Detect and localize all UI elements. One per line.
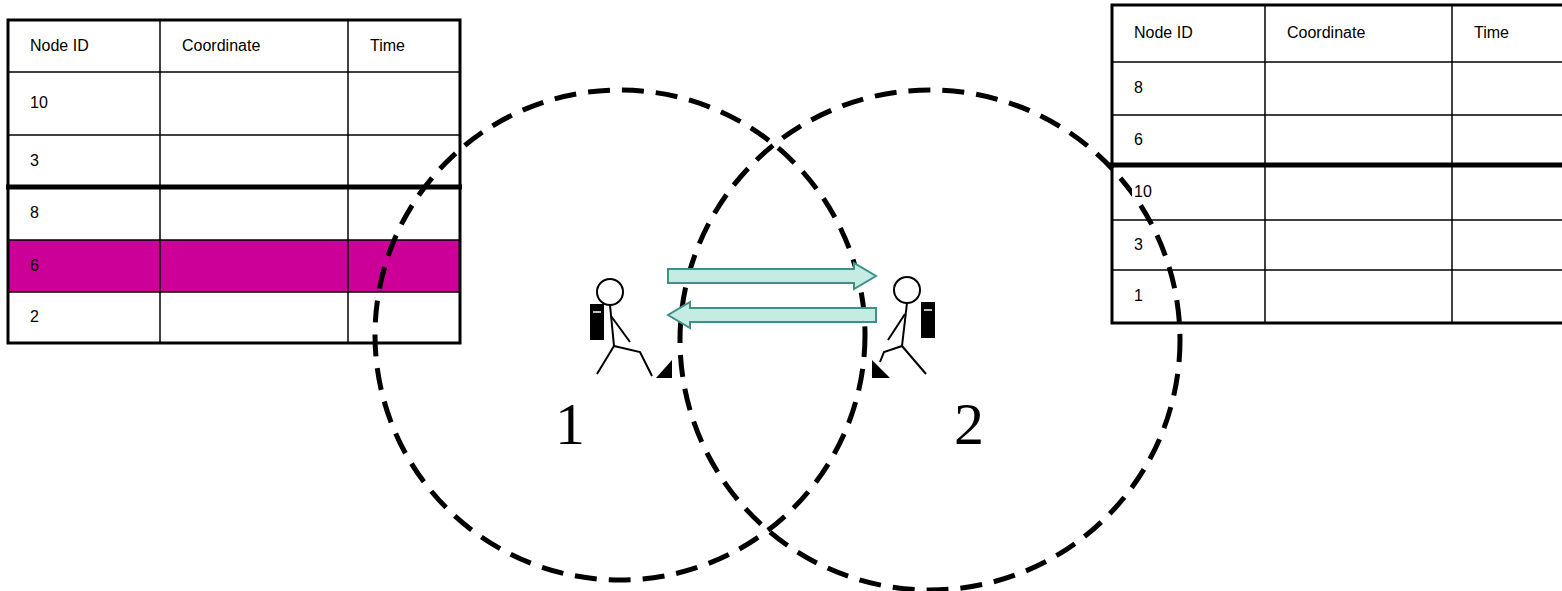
person-foot — [872, 360, 890, 378]
person-node: 1 — [540, 262, 668, 465]
table-cell-text: Time — [1472, 24, 1511, 42]
message-arrow — [668, 302, 876, 328]
table-cell: Node ID — [1112, 5, 1265, 62]
table-cell-text: 8 — [1132, 79, 1145, 97]
person-figure — [872, 277, 935, 378]
person-body — [610, 305, 614, 346]
table-rule — [1112, 114, 1562, 116]
table-cell-text: 3 — [28, 152, 41, 170]
node-number: 1 — [555, 394, 585, 454]
table-cell-text: Node ID — [1132, 24, 1195, 42]
table-divider — [6, 185, 462, 190]
table-rule — [1112, 61, 1562, 63]
table-cell: 8 — [8, 187, 160, 240]
person-leg — [880, 346, 902, 362]
range-circle — [680, 90, 1180, 590]
backpack — [921, 302, 935, 338]
table-rule — [8, 291, 460, 293]
person-head — [597, 279, 623, 305]
message-arrow — [668, 263, 876, 289]
backpack-strap — [593, 311, 601, 313]
table-rule — [8, 71, 460, 73]
table-border — [8, 20, 460, 343]
range-circle — [375, 90, 865, 580]
table-cell: Time — [348, 20, 460, 72]
table-cell: Coordinate — [1265, 5, 1452, 62]
table-cell-text: Node ID — [28, 37, 91, 55]
table-cell-text: 10 — [28, 94, 50, 112]
table-cell-text: 1 — [1132, 287, 1145, 305]
table-rule — [1112, 219, 1562, 221]
person-leg — [902, 346, 926, 374]
table-rule — [1112, 269, 1562, 271]
table-cell-text: 8 — [28, 204, 41, 222]
node-number: 2 — [954, 394, 984, 454]
person-figure — [590, 279, 672, 378]
table-cell: 8 — [1112, 62, 1265, 115]
table-cell-text: Time — [368, 37, 407, 55]
table-cell: Node ID — [8, 20, 160, 72]
table-cell-text: 10 — [1132, 183, 1154, 201]
table-cell-text: Coordinate — [1285, 24, 1367, 42]
table-cell: 10 — [1112, 165, 1265, 220]
table-cell: 6 — [8, 240, 160, 292]
person-arm — [888, 314, 905, 340]
table-cell-text: 6 — [1132, 131, 1145, 149]
table-cell: 2 — [8, 292, 160, 343]
person-leg — [597, 346, 614, 374]
table-rule — [347, 20, 349, 343]
person-arm — [611, 316, 630, 342]
table-cell: 10 — [8, 72, 160, 135]
table-cell-text: Coordinate — [180, 37, 262, 55]
person-node: 2 — [876, 262, 1000, 465]
table-cell: 6 — [1112, 115, 1265, 165]
table-cell: 3 — [1112, 220, 1265, 270]
table-cell-text: 6 — [28, 257, 41, 275]
table-cell-text: 2 — [28, 308, 41, 326]
table-cell: 3 — [8, 135, 160, 187]
person-head — [894, 277, 920, 303]
table-cell: Time — [1452, 5, 1562, 62]
backpack-strap — [924, 309, 932, 311]
backpack — [590, 304, 604, 340]
table-divider — [1108, 163, 1562, 168]
table-cell: Coordinate — [160, 20, 348, 72]
table-rule — [8, 134, 460, 136]
person-body — [902, 303, 907, 346]
person-foot — [656, 360, 672, 378]
table-rule — [159, 20, 161, 343]
table-cell-text: 3 — [1132, 236, 1145, 254]
person-leg — [614, 346, 652, 376]
table-cell: 1 — [1112, 270, 1265, 323]
